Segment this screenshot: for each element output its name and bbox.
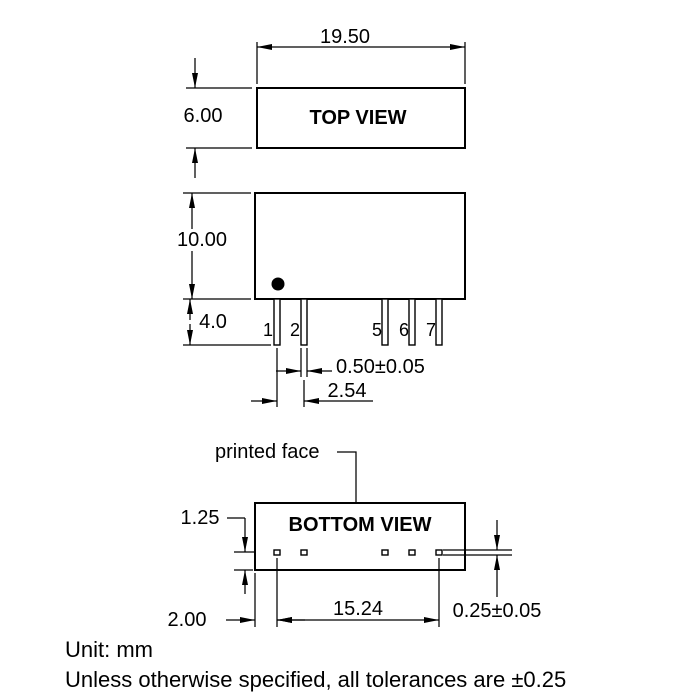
unit-note: Unit: mm	[65, 637, 153, 662]
bottom-view-body	[254, 502, 466, 571]
bottom-view-title: BOTTOM VIEW	[288, 514, 432, 536]
edge-to-pin1-label: 2.00	[167, 609, 207, 631]
top-view-body	[256, 87, 466, 149]
top-view-title: TOP VIEW	[309, 107, 407, 129]
pin-pitch-dimension	[251, 348, 373, 407]
pin-cross-section	[435, 549, 443, 556]
pin-number-label: 2	[289, 320, 301, 340]
front-view-height-label: 10.00	[176, 229, 228, 251]
top-view-depth-label: 6.00	[183, 105, 223, 127]
pin1-indicator-dot	[271, 277, 285, 291]
pin-pitch-label: 2.54	[327, 380, 367, 402]
pin-number-label: 5	[371, 320, 383, 340]
pin	[381, 298, 389, 346]
pin-number-label: 7	[425, 320, 437, 340]
pin-number-label: 1	[262, 320, 274, 340]
pin	[408, 298, 416, 346]
pin-span-label: 15.24	[332, 598, 384, 620]
bottom-view-pins	[273, 549, 443, 556]
pin-span-dimension	[277, 558, 440, 627]
pin-length-dimension	[183, 299, 271, 346]
front-view-body	[254, 192, 466, 300]
pin-cross-section	[381, 549, 389, 556]
top-view-depth-dimension	[186, 58, 252, 178]
pin-thickness-dimension	[443, 520, 512, 597]
pin-row-offset-label: 1.25	[180, 507, 220, 529]
top-view-width-label: 19.50	[319, 26, 371, 48]
top-view-width-dimension	[256, 42, 466, 84]
pin-width-label: 0.50±0.05	[336, 356, 425, 378]
pin-row-offset-dimension	[227, 517, 254, 594]
front-view-height-dimension	[183, 192, 251, 300]
pin	[273, 298, 281, 346]
front-view-pins	[273, 298, 443, 346]
pin-cross-section	[408, 549, 416, 556]
printed-face-leader	[337, 451, 357, 502]
tolerance-note: Unless otherwise specified, all toleranc…	[65, 667, 567, 692]
pin	[300, 298, 308, 346]
printed-face-label: printed face	[215, 441, 320, 463]
pin	[435, 298, 443, 346]
pin-width-dimension	[276, 348, 332, 377]
pin-cross-section	[300, 549, 308, 556]
pin-number-label: 6	[398, 320, 410, 340]
pin-cross-section	[273, 549, 281, 556]
pin-length-label: 4.0	[199, 311, 227, 333]
pin-thickness-label: 0.25±0.05	[452, 600, 542, 622]
